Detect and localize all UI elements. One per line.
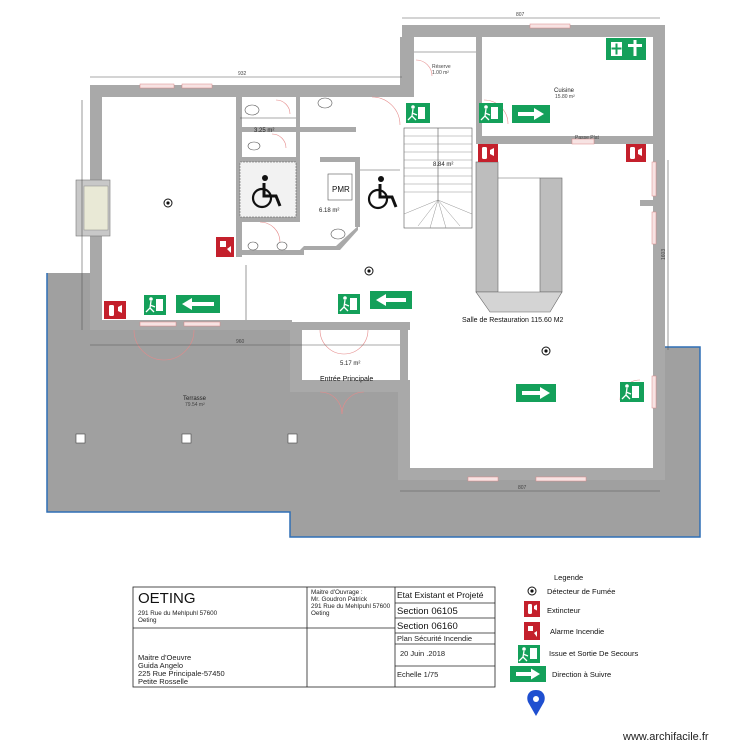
room-reserve-area: 1.00 m² <box>432 70 449 76</box>
moa-line-1: Maitre d'Ouvrage : <box>311 589 363 596</box>
terrace-table <box>75 433 86 444</box>
room-pmr-label: PMR <box>332 185 350 194</box>
direction-arrow-icon <box>176 295 220 313</box>
direction-arrow-icon <box>512 105 550 123</box>
emergency-exit-icon <box>479 103 503 123</box>
bar-counter <box>475 161 563 313</box>
passe-plat-label: Passe Plat <box>575 135 600 141</box>
emergency-exit-icon <box>620 382 644 402</box>
staircase <box>403 127 473 229</box>
scale-label: Echelle 1/75 <box>397 670 438 679</box>
room-cuisine-area: 15.80 m² <box>555 94 575 100</box>
terrace-area <box>47 273 700 537</box>
room-terrasse-area: 79.54 m² <box>185 402 205 408</box>
project-address-1: 291 Rue du Mehlpuhl 57600 <box>138 610 218 617</box>
room-hall-area: 8.84 m² <box>433 162 453 168</box>
project-address-2: Oeting <box>138 617 157 624</box>
legend-title: Legende <box>554 573 583 582</box>
sanitary-fixtures <box>244 97 353 251</box>
wheelchair-icon <box>367 176 398 210</box>
project-name: OETING <box>138 590 196 607</box>
legend-item-smoke: Détecteur de Fumée <box>547 587 615 596</box>
extinguisher-icon <box>524 601 540 617</box>
terrace-outline <box>46 273 701 538</box>
fire-alarm-icon <box>524 622 540 640</box>
terrace-table <box>181 433 192 444</box>
room-terrasse-label: Terrasse <box>183 396 207 402</box>
room-reserve-label: Réserve <box>432 64 451 70</box>
emergency-exit-icon <box>406 103 430 123</box>
terrace-table <box>287 433 298 444</box>
legend-item-exit: Issue et Sortie De Secours <box>549 649 638 658</box>
room-entree-label: Entrée Principale <box>320 376 373 383</box>
direction-arrow-icon <box>370 291 412 309</box>
extinguisher-icon <box>104 301 126 319</box>
emergency-exit-icon <box>518 645 540 663</box>
moe-line-4: Petite Rosselle <box>138 677 188 686</box>
etat-label: Etat Existant et Projeté <box>397 590 484 600</box>
svg-text:1603: 1603 <box>661 249 667 260</box>
room-entree-area: 5.17 m² <box>340 361 360 367</box>
room-pmr-area: 6.18 m² <box>319 208 339 214</box>
extinguisher-icon <box>478 144 498 162</box>
legend-item-direction: Direction à Suivre <box>552 670 611 679</box>
legend-item-alarm: Alarme Incendie <box>550 627 604 636</box>
moa-line-4: Oeting <box>311 610 330 617</box>
moe-line-1: Maitre d'Oeuvre <box>138 653 191 662</box>
title-block <box>132 586 496 688</box>
extinguisher-icon <box>626 144 646 162</box>
section-2: Section 06160 <box>397 621 458 632</box>
windows <box>139 23 657 482</box>
section-1: Section 06105 <box>397 606 458 617</box>
room-cuisine-label: Cuisine <box>554 88 575 94</box>
moe-line-2: Guida Angelo <box>138 661 183 670</box>
emergency-exit-icon <box>144 295 166 315</box>
room-salle-label: Salle de Restauration 115.60 M2 <box>462 317 564 324</box>
date-label: 20 Juin .2018 <box>400 649 445 658</box>
first-aid-icon <box>606 38 646 60</box>
wheelchair-icon <box>251 175 282 209</box>
smoke-detector-icon <box>527 586 537 596</box>
watermark: www.archifacile.fr <box>622 731 709 743</box>
dimension-lines: 932 807 1603 960 807 <box>81 12 669 492</box>
moa-line-2: Mr. Goudron Patrick <box>311 596 368 603</box>
smoke-detector-icon <box>364 266 374 276</box>
direction-arrow-icon <box>516 384 556 402</box>
smoke-detector-icon <box>163 198 173 208</box>
room-wc-area: 3.25 m² <box>254 128 274 134</box>
legend-item-extinguisher: Extincteur <box>547 606 581 615</box>
svg-text:807: 807 <box>518 485 527 491</box>
svg-text:807: 807 <box>516 12 525 18</box>
moa-line-3: 291 Rue du Mehlpuhl 57600 <box>311 603 391 610</box>
moe-line-3: 225 Rue Principale-57450 <box>138 669 225 678</box>
svg-text:960: 960 <box>236 339 245 345</box>
emergency-exit-icon <box>338 294 360 314</box>
direction-arrow-icon <box>510 666 546 682</box>
plan-label: Plan Sécurité Incendie <box>397 634 472 643</box>
location-pin-icon <box>527 690 545 716</box>
fire-alarm-icon <box>216 237 234 257</box>
svg-text:932: 932 <box>238 71 247 77</box>
doors <box>133 59 641 415</box>
smoke-detector-icon <box>541 346 551 356</box>
